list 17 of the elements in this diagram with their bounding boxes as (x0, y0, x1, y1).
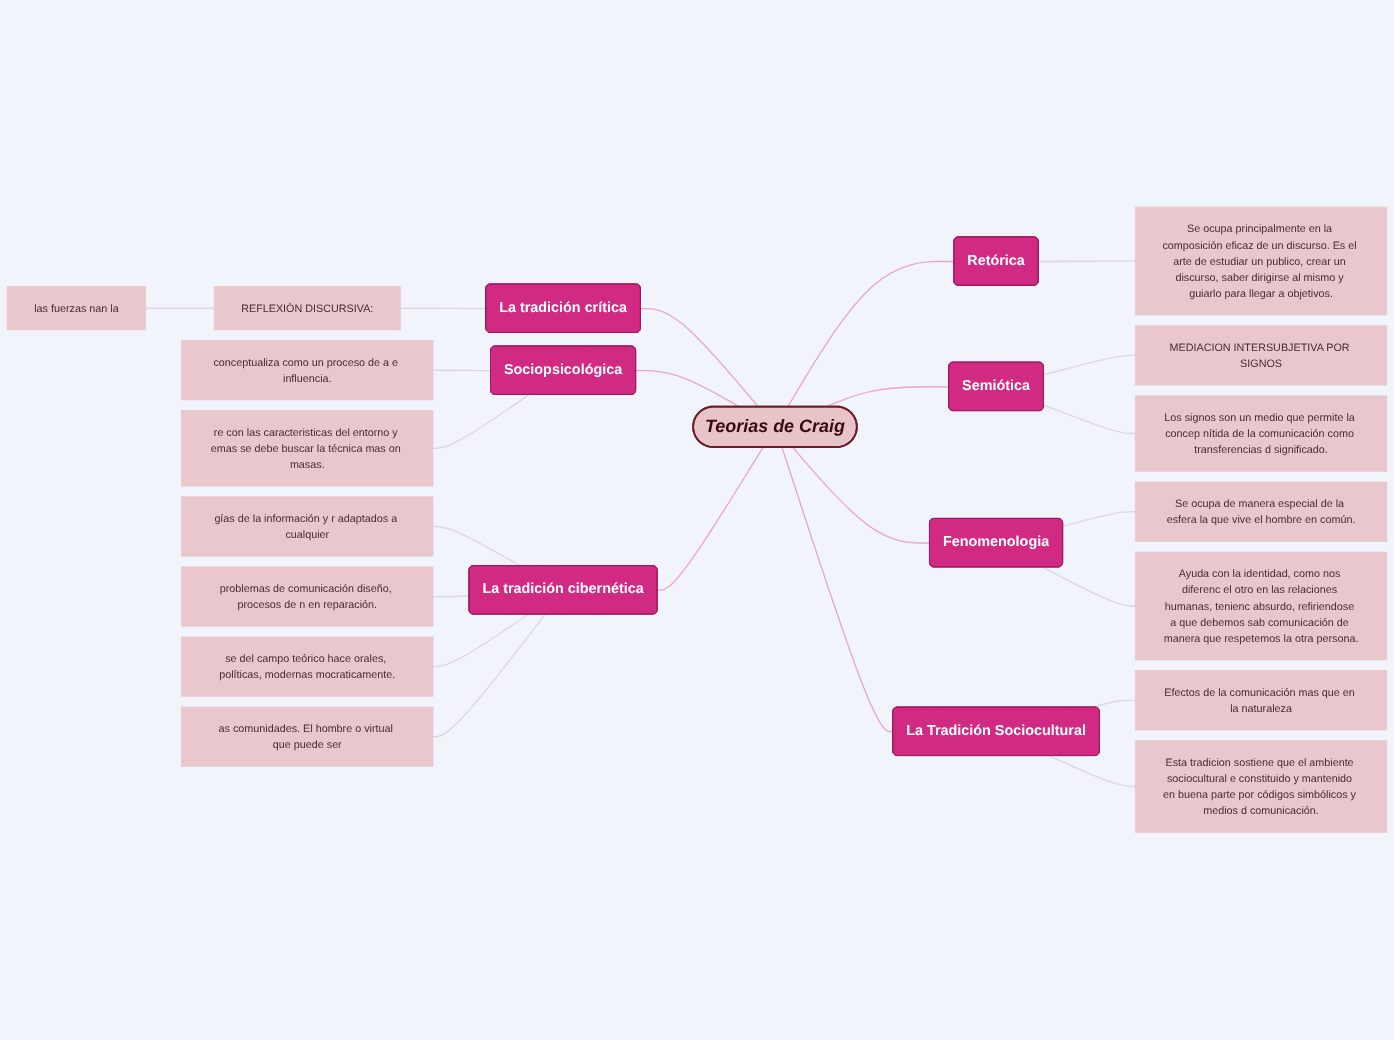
connector (1062, 511, 1136, 527)
connector (1042, 566, 1136, 607)
connector (432, 394, 530, 450)
connector (824, 386, 950, 408)
connector (635, 370, 741, 408)
connector (640, 308, 760, 408)
connector (657, 447, 764, 592)
connector (792, 447, 931, 544)
connector (432, 614, 546, 738)
connector (432, 526, 522, 567)
connector (781, 447, 894, 733)
connector (1043, 354, 1136, 376)
connector (1043, 404, 1136, 435)
connector (1090, 699, 1136, 709)
connector (432, 614, 529, 668)
connector (786, 261, 955, 408)
connector (1049, 755, 1136, 788)
